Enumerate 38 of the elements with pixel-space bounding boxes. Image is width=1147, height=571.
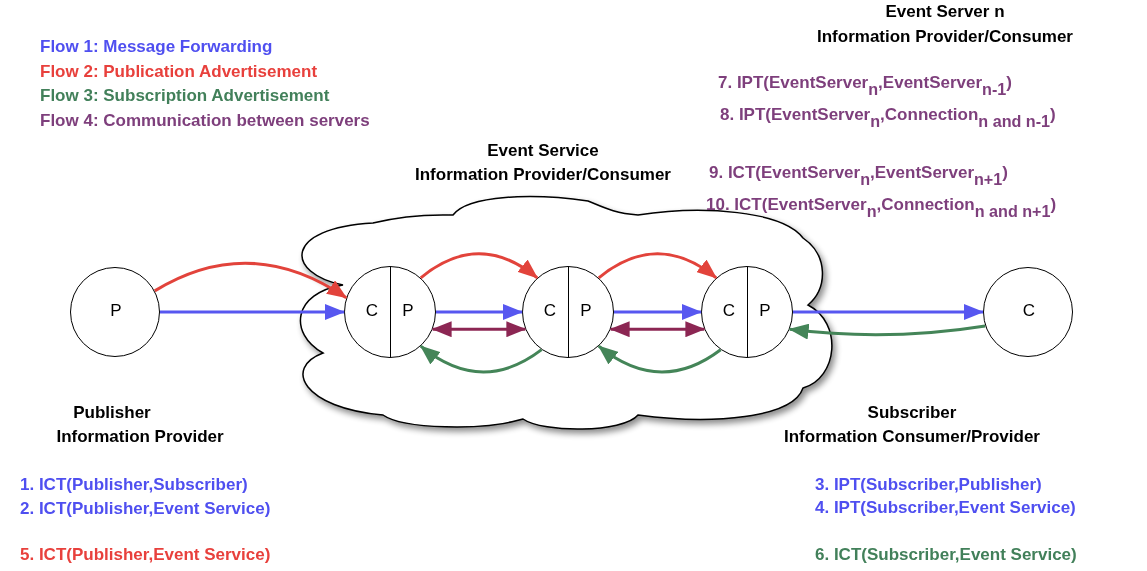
arrow	[436, 304, 523, 320]
node-label: C	[365, 301, 379, 321]
subheading: Information Provider	[56, 426, 224, 448]
legend-entry: Flow 4: Communication between servers	[40, 109, 370, 132]
arrow	[614, 304, 702, 320]
formula-text: 4. IPT(Subscriber,Event Service)	[815, 497, 1076, 519]
node-label: C	[1022, 301, 1036, 321]
node-label: C	[722, 301, 736, 321]
node-label: P	[110, 301, 122, 321]
formula-text: 3. IPT(Subscriber,Publisher)	[815, 474, 1042, 496]
arrow	[793, 304, 984, 320]
heading: Event Service	[487, 140, 599, 162]
node-label: P	[759, 301, 771, 321]
arrow	[431, 321, 527, 338]
node-label: C	[543, 301, 557, 321]
arrow	[597, 252, 718, 279]
formula-text: 1. ICT(Publisher,Subscriber)	[20, 474, 248, 496]
arrow	[419, 345, 543, 374]
arrow	[154, 261, 348, 300]
formula-text: 6. ICT(Subscriber,Event Service)	[815, 544, 1077, 566]
heading: Publisher	[73, 402, 151, 424]
arrow	[419, 252, 539, 279]
formula-text: 5. ICT(Publisher,Event Service)	[20, 544, 271, 566]
arrow	[597, 345, 722, 374]
legend-entry: Flow 2: Publication Advertisement	[40, 60, 318, 83]
heading: Subscriber	[867, 402, 957, 424]
subheading: Information Provider/Consumer	[415, 164, 671, 186]
subheading: Information Consumer/Provider	[784, 426, 1040, 448]
arrow	[788, 323, 986, 340]
formula-text: 2. ICT(Publisher,Event Service)	[20, 498, 271, 520]
arrow	[160, 304, 345, 320]
heading: Event Server n	[885, 1, 1005, 23]
subheading: Information Provider/Consumer	[817, 26, 1073, 48]
arrow	[609, 321, 706, 338]
legend-entry: Flow 3: Subscription Advertisement	[40, 85, 330, 107]
node-label: P	[580, 301, 592, 321]
legend-entry: Flow 1: Message Forwarding	[40, 36, 273, 58]
node-label: P	[402, 301, 414, 321]
